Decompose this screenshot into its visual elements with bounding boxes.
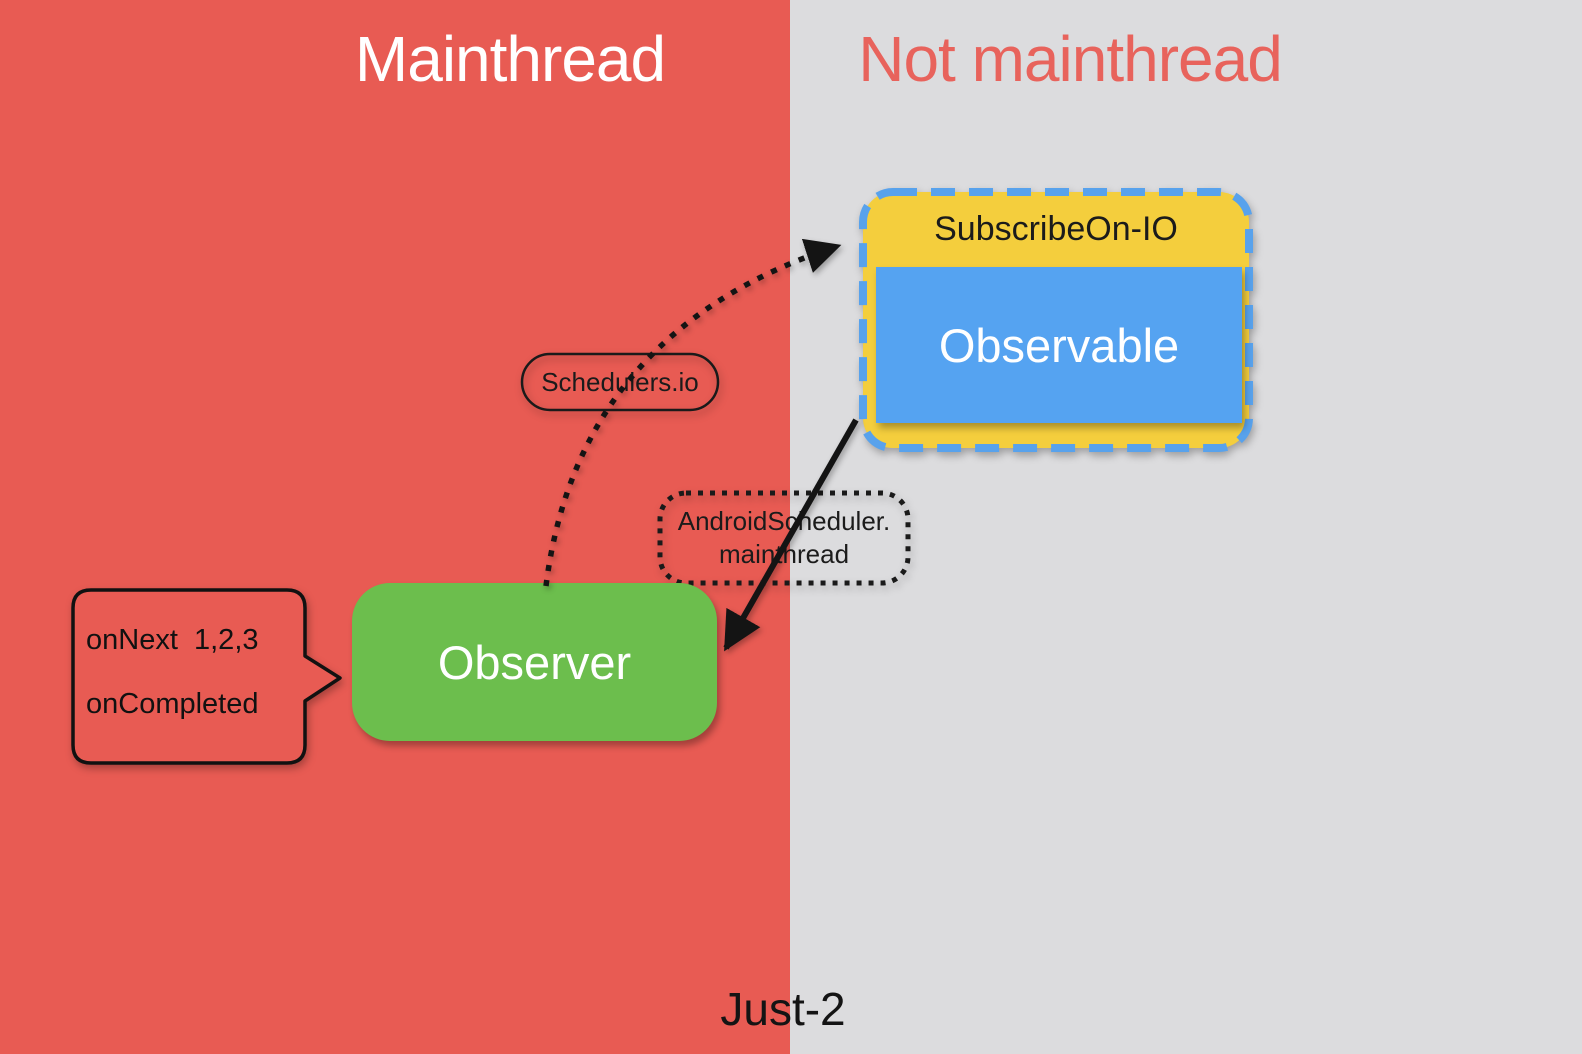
schedulers-io-label: Schedulers.io [541, 366, 699, 397]
observer-box: Observer [352, 583, 717, 741]
observable-label: Observable [938, 318, 1180, 372]
subscribeon-io-label: SubscribeOn-IO [934, 209, 1178, 248]
observer-label: Observer [437, 635, 632, 689]
observable-box: Observable [876, 267, 1242, 423]
mainthread-title: Mainthread [354, 23, 666, 95]
speech-bubble [71, 588, 342, 765]
speech-bubble-onnext: onNext 1,2,3 [86, 624, 259, 656]
android-scheduler-label: AndroidScheduler. mainthread [660, 493, 908, 583]
android-scheduler-line1: AndroidScheduler. [677, 506, 891, 536]
not-mainthread-title: Not mainthread [858, 23, 1283, 95]
speech-bubble-oncompleted: onCompleted [86, 688, 259, 720]
android-scheduler-line2: mainthread [718, 539, 850, 569]
not-mainthread-panel [790, 0, 1582, 1054]
slide-caption: Just-2 [720, 983, 846, 1035]
